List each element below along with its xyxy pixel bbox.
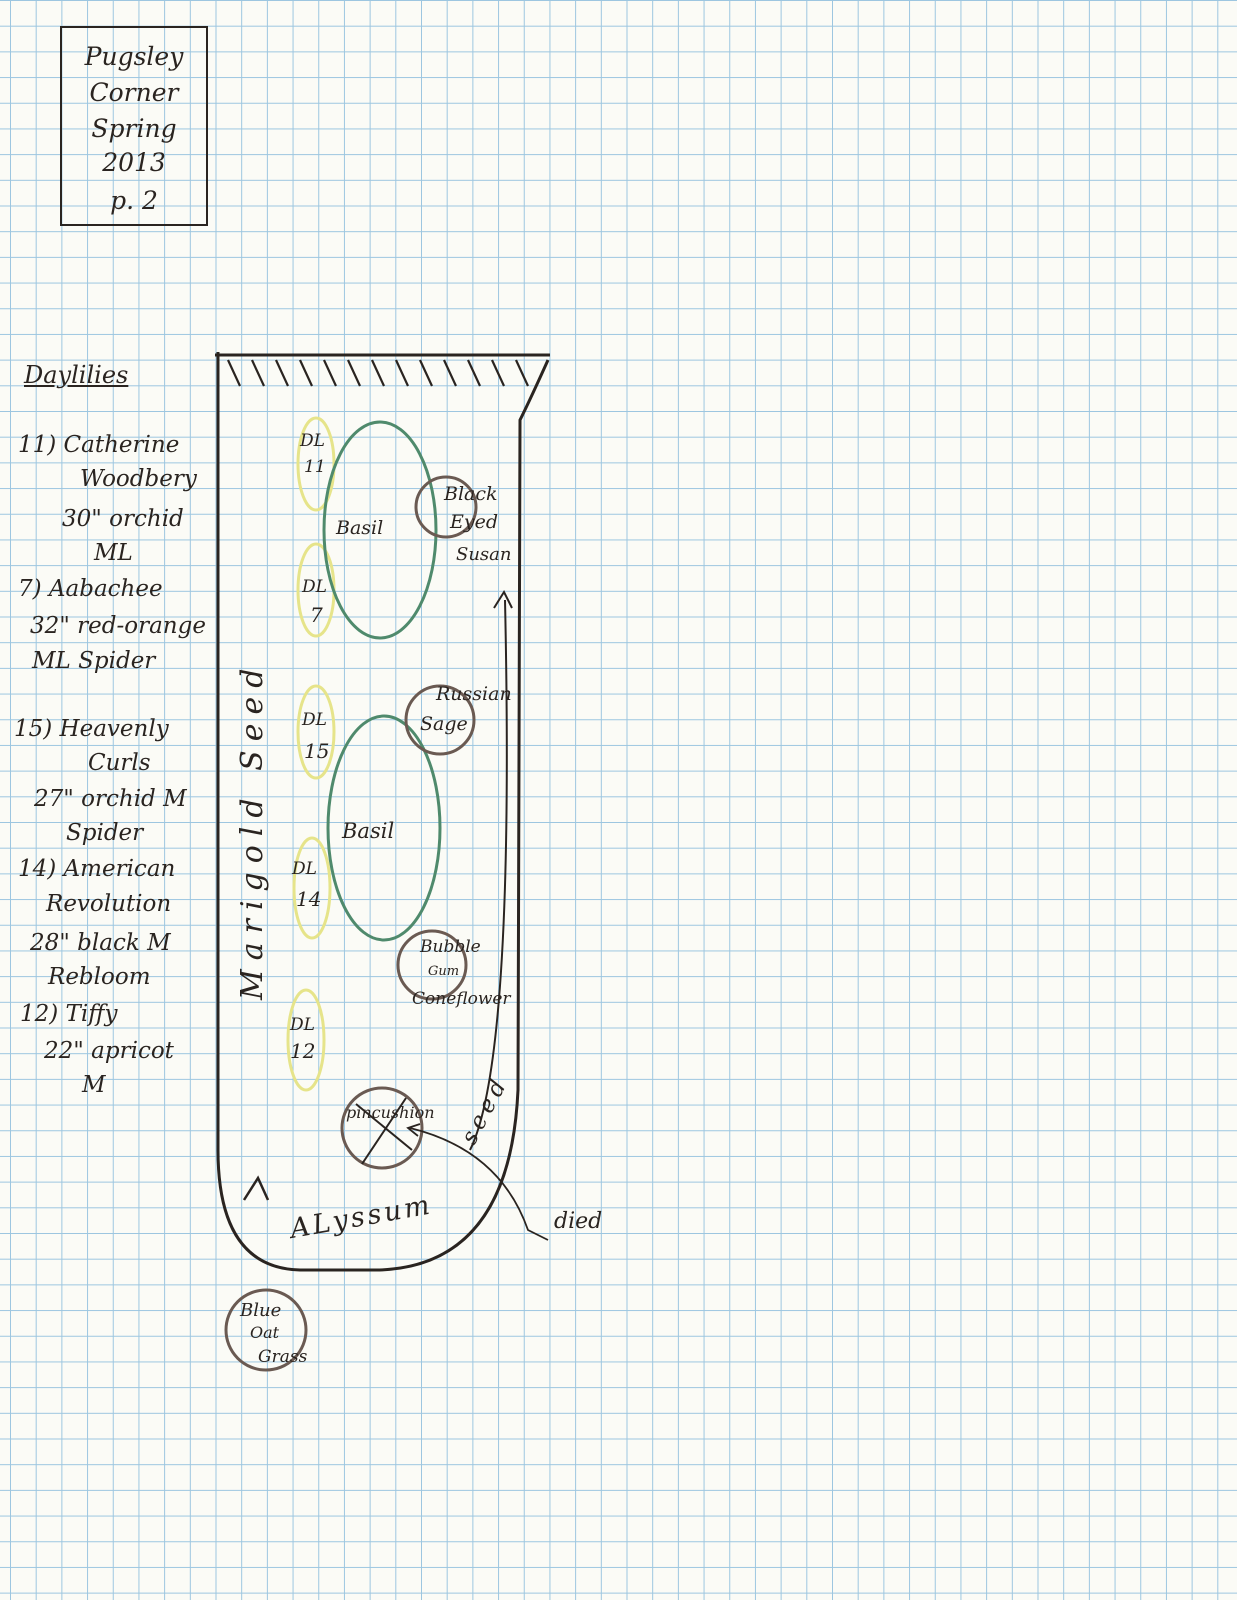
title-line-5: p. 2 [110, 186, 158, 215]
legend-line: ML [94, 540, 133, 566]
russian-sage-circle [404, 684, 476, 756]
legend-line: Revolution [46, 891, 172, 917]
legend-line: 32" red-orange [30, 613, 206, 639]
coneflower-label-3: Coneflower [412, 989, 511, 1009]
bed-outline [216, 352, 550, 1272]
legend-line: 14) American [18, 856, 176, 882]
blue-oat-grass-label-3: Grass [258, 1347, 308, 1367]
legend-line: 7) Aabachee [18, 576, 163, 602]
legend-line: ML Spider [32, 648, 156, 674]
marigold-seed-label: Marigold Seed [235, 660, 270, 1001]
seed-arrow [469, 599, 508, 1151]
basil-1-oval [322, 420, 438, 640]
daylily-14-label-top: DL [291, 859, 317, 879]
coneflower-circle [396, 929, 468, 1001]
died-pointer [409, 1127, 549, 1241]
black-eyed-susan-label-2: Eyed [449, 511, 498, 533]
basil-1-label: Basil [335, 517, 383, 539]
title-line-1: Pugsley [84, 42, 184, 71]
daylily-15-label-top: DL [301, 710, 327, 730]
daylily-12-oval [286, 988, 326, 1092]
black-eyed-susan-circle [414, 475, 478, 539]
died-note: died [554, 1209, 602, 1234]
died-pointer-head [406, 1123, 421, 1137]
legend-line: 30" orchid [62, 506, 184, 532]
daylily-12-label-top: DL [289, 1015, 315, 1035]
coneflower-label-2: Gum [428, 964, 459, 979]
daylily-15-label-num: 15 [304, 739, 329, 763]
legend-line: 15) Heavenly [14, 716, 169, 742]
title-line-3: Spring [91, 114, 177, 143]
daylily-7-label-num: 7 [310, 603, 323, 627]
daylily-11-label-num: 11 [304, 457, 326, 477]
legend-line: 12) Tiffy [20, 1001, 118, 1027]
legend-line: Spider [66, 820, 144, 846]
legend-line: 22" apricot [44, 1038, 174, 1064]
pincushion-cross-1 [355, 1103, 413, 1151]
daylily-11-label-top: DL [299, 431, 325, 451]
russian-sage-label-1: Russian [435, 683, 512, 705]
black-eyed-susan-label-1: Black [443, 483, 498, 505]
daylily-14-oval [292, 836, 332, 940]
legend-line: Curls [88, 750, 151, 776]
pincushion-label: pincushion [346, 1103, 435, 1122]
coneflower-label-1: Bubble [419, 937, 481, 957]
blue-oat-grass-circle [224, 1288, 308, 1372]
legend-line: Woodbery [80, 466, 197, 492]
russian-sage-label-2: Sage [420, 713, 468, 735]
alyssum-label: ALyssum [285, 1189, 435, 1245]
title-line-4: 2013 [102, 148, 166, 177]
title-line-2: Corner [89, 78, 179, 107]
blue-oat-grass-label-2: Oat [250, 1323, 280, 1342]
daylily-12-label-num: 12 [290, 1039, 315, 1063]
legend-heading: Daylilies [24, 361, 129, 389]
basil-2-label: Basil [341, 819, 394, 843]
daylily-15-oval [296, 684, 336, 780]
wall-hatching [227, 359, 529, 387]
legend-line: M [82, 1072, 106, 1098]
alyssum-arrowhead [242, 1175, 270, 1201]
legend-line: 11) Catherine [18, 432, 180, 458]
legend-line: 28" black M [30, 930, 171, 956]
title-box: Pugsley Corner Spring 2013 p. 2 [60, 26, 208, 226]
legend-line: Rebloom [48, 964, 151, 990]
seed-arrowhead [493, 589, 513, 609]
blue-oat-grass-label-1: Blue [239, 1300, 281, 1321]
daylily-14-label-num: 14 [296, 887, 321, 911]
basil-2-oval [326, 714, 442, 942]
black-eyed-susan-label-3: Susan [456, 544, 512, 565]
daylily-7-label-top: DL [301, 577, 327, 597]
seed-curve-label: seed [456, 1071, 514, 1148]
pincushion-circle [340, 1086, 424, 1170]
pincushion-cross-2 [361, 1097, 407, 1165]
legend-line: 27" orchid M [34, 786, 187, 812]
